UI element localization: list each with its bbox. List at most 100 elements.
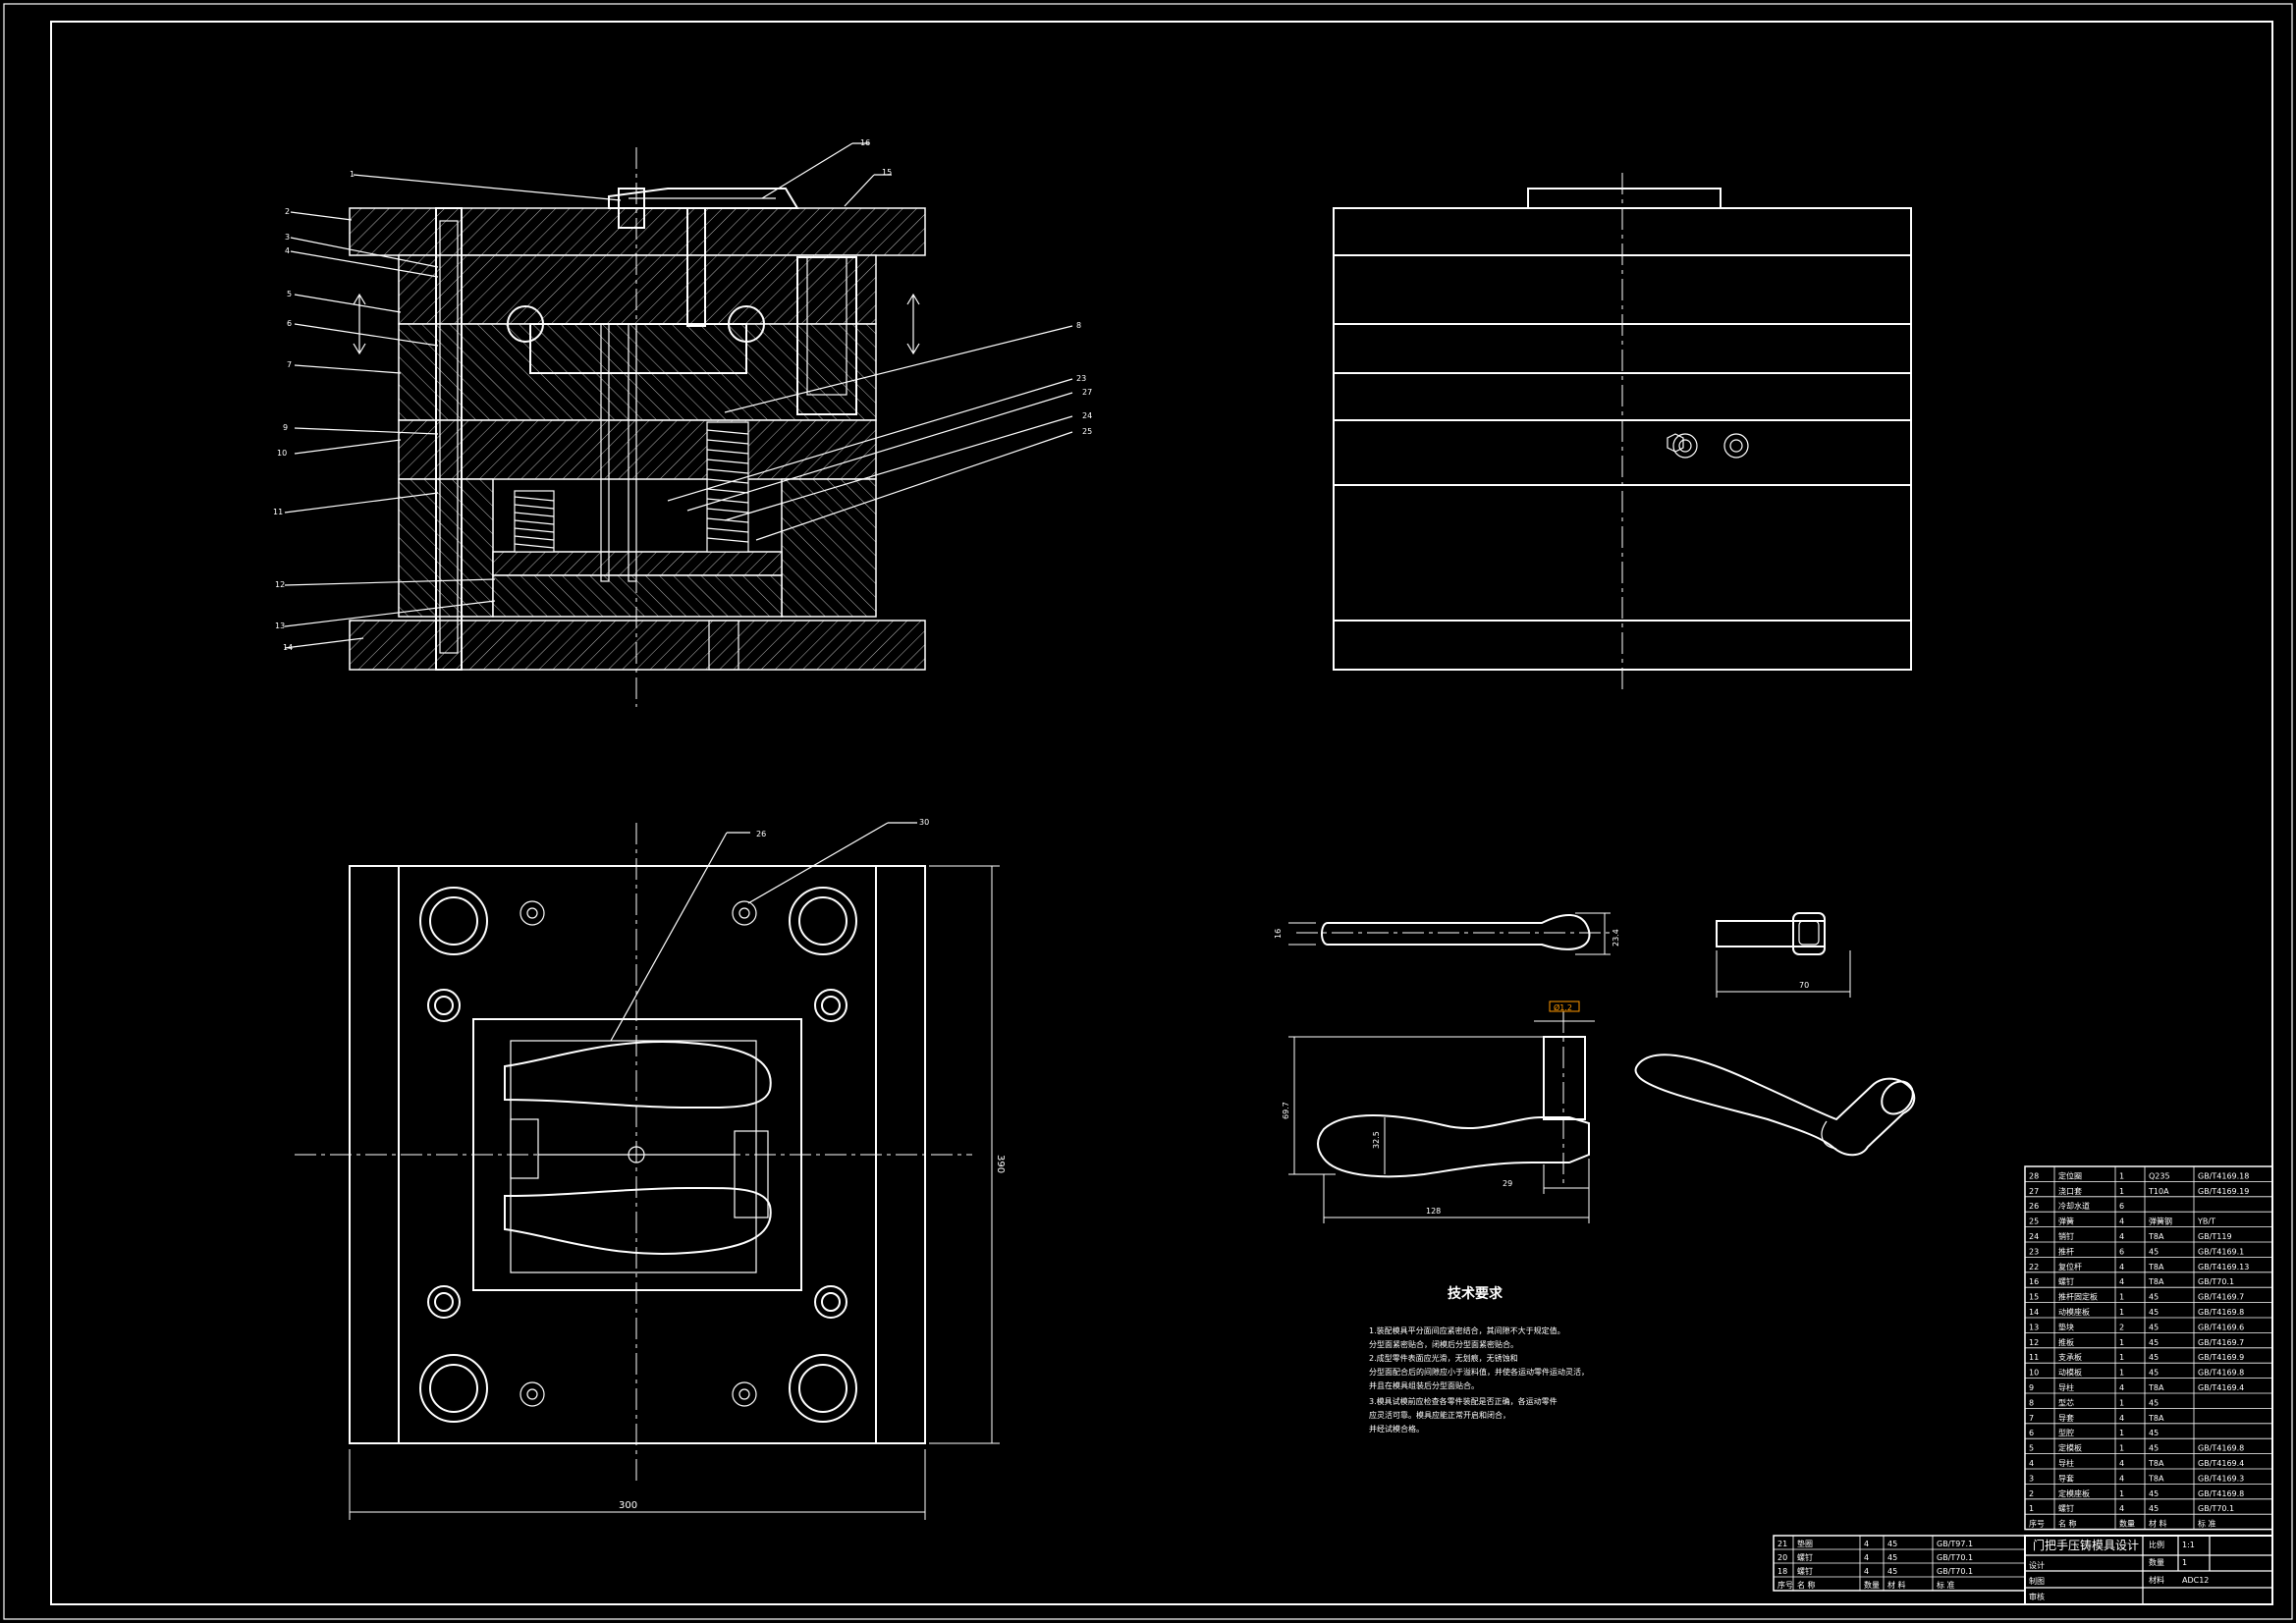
ejector-retainer [492,551,783,576]
bom-cell: 6 [2119,1247,2124,1256]
bom-cell: 23 [2029,1247,2039,1256]
bom-cell: 4 [2119,1383,2124,1392]
dim-height: 390 [995,1155,1006,1173]
bottom-clamp-plate [349,620,926,671]
bom-cell: 型芯 [2058,1397,2074,1407]
bom-cell: GB/T4169.13 [2198,1263,2249,1271]
balloon-14: 14 [283,643,293,652]
bom-cell: YB/T [2197,1217,2215,1226]
bom-cell: GB/T4169.8 [2198,1444,2244,1453]
bom-cell: GB/T4169.4 [2198,1459,2244,1468]
bom-cell: 24 [2029,1232,2039,1241]
bom-cell: 定模板 [2058,1443,2082,1453]
bom-cell: 1 [2029,1504,2034,1513]
bom-cell: 4 [2119,1217,2124,1226]
bom-cell: 1 [2119,1187,2124,1196]
balloon-12: 12 [275,580,285,589]
ejector-plate [492,574,783,618]
bom-cell: 定位圈 [2058,1170,2082,1180]
bom-cell: 45 [2149,1398,2159,1407]
balloon-23: 23 [1076,374,1086,383]
bom-cell: 2 [2119,1323,2124,1331]
bom-cell: 4 [2119,1232,2124,1241]
bom-cell: 冷却水道 [2058,1201,2090,1211]
bom-cell: 1 [2119,1308,2124,1317]
tech-item-5: 并且在模具组装后分型面贴合。 [1369,1380,1479,1390]
bom-cell: 4 [2119,1459,2124,1468]
balloon-1: 1 [350,170,355,179]
title-block: 门把手压铸模具设计 比例 1:1 数量 1 材料 ADC12 设计 制图 审核 [2024,1535,2273,1605]
bom-cell: 45 [2149,1429,2159,1437]
top-clamp-plate [349,207,926,256]
balloon-7: 7 [287,360,292,369]
bom-cell: 11 [2029,1353,2039,1362]
bom-cell: GB/T70.1 [2198,1504,2234,1513]
dim-23-4: 23.4 [1612,929,1620,947]
qty-value: 1 [2182,1558,2187,1567]
bom-cell: T8A [2148,1474,2164,1483]
material-value: ADC12 [2182,1576,2209,1585]
tech-item-6: 3.模具试模前应检查各零件装配是否正确，各运动零件 [1369,1396,1558,1406]
bom-cell: 动模板 [2058,1368,2082,1378]
part-views: 16 23.4 70 Ø1.2 69.7 32.5 128 29 [1274,912,1916,1223]
balloon-5: 5 [287,290,292,298]
bom-cell: 6 [2029,1429,2034,1437]
bom-cell: GB/T4169.1 [2198,1247,2244,1256]
bom-extra-cell: GB/T70.1 [1937,1567,1973,1576]
bom-cell: 销钉 [2058,1231,2074,1241]
bom-extra-cell: 45 [1887,1553,1897,1562]
balloon-10: 10 [277,449,287,458]
bom-cell: 1 [2119,1429,2124,1437]
bom-cell: GB/T4169.4 [2198,1383,2244,1392]
bom-cell: 45 [2149,1308,2159,1317]
bom-cell: GB/T4169.3 [2198,1474,2244,1483]
bom-extra-cell: 18 [1777,1567,1787,1576]
balloon-15: 15 [882,168,892,177]
bom-cell: 12 [2029,1338,2039,1347]
bom-cell: 2 [2029,1489,2034,1498]
bom-cell: GB/T4169.8 [2198,1489,2244,1498]
balloon-27: 27 [1082,388,1092,397]
bom-cell: 15 [2029,1293,2039,1302]
bom-cell: 6 [2119,1202,2124,1211]
bom-cell: GB/T4169.6 [2198,1323,2244,1331]
tech-item-7: 应灵活可靠。模具应能正常开启和闭合， [1369,1410,1510,1420]
bom-header-cell: 标 准 [2198,1519,2216,1529]
bom-cell: 10 [2029,1369,2039,1378]
bom-cell: GB/T4169.9 [2198,1353,2244,1362]
dim-highlight: Ø1.2 [1554,1002,1572,1012]
bom-cell: 26 [2029,1202,2039,1211]
bom-cell: 45 [2149,1369,2159,1378]
bom-cell: 45 [2149,1489,2159,1498]
dim-16: 16 [1274,929,1283,939]
tech-item-4: 分型面配合后的间隙应小于溢料值，并使各运动零件运动灵活， [1369,1367,1589,1377]
bom-extra-cell: GB/T97.1 [1937,1540,1973,1548]
bom-cell: 7 [2029,1414,2034,1423]
bom-cell: 1 [2119,1353,2124,1362]
bom-cell: 定模座板 [2058,1488,2090,1498]
bom-cell: 螺钉 [2058,1503,2074,1513]
guide-pin [435,207,463,671]
bom-extra-cell: 垫圈 [1797,1539,1813,1548]
bom-cell: T8A [2148,1277,2164,1286]
inner-frame [50,21,2273,1605]
outer-frame [3,3,2293,1620]
bom-cell: 13 [2029,1323,2039,1331]
bom-cell: T8A [2148,1459,2164,1468]
bom-cell: 16 [2029,1277,2039,1286]
dim-width: 300 [619,1500,637,1511]
bom-cell: 弹簧钢 [2149,1217,2172,1226]
bom-cell: 1 [2119,1369,2124,1378]
bom-cell: 浇口套 [2058,1186,2082,1196]
bom-cell: 1 [2119,1171,2124,1180]
bom-header-cell: 数量 [2119,1519,2135,1529]
balloon-3: 3 [285,233,290,242]
balloon-8: 8 [1076,321,1081,330]
bom-cell: 导套 [2058,1413,2074,1423]
dim-29: 29 [1503,1179,1512,1188]
bom-extra-header-cell: 材 料 [1887,1580,1906,1590]
scale-value: 1:1 [2182,1541,2195,1549]
